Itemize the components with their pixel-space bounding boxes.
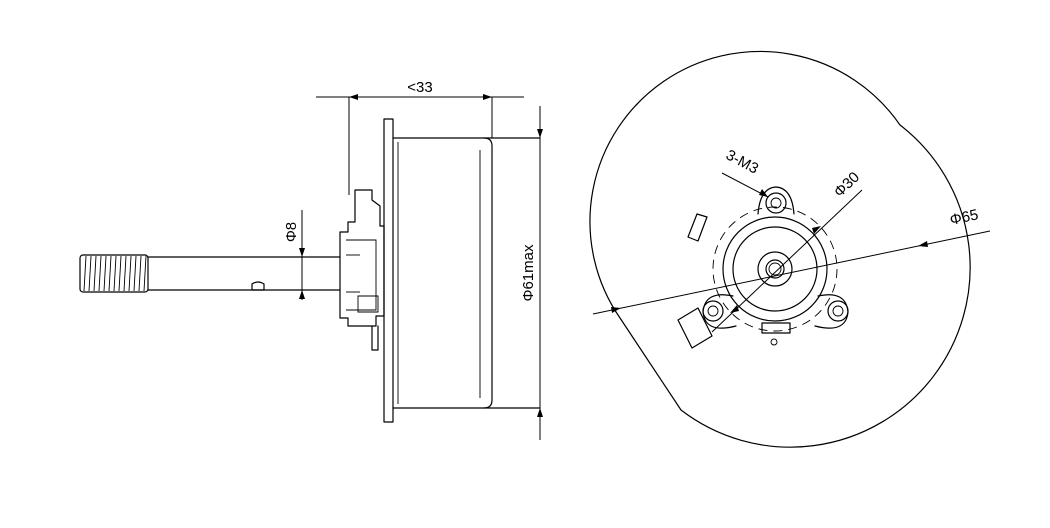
central-hub — [722, 216, 828, 322]
mounting-hole-right — [814, 294, 849, 329]
shaft-diameter-label: Φ8 — [283, 222, 300, 242]
mount-holes-label: 3-M3 — [723, 146, 761, 177]
flange-plate — [383, 118, 394, 423]
side-view: Φ8 <33 — [79, 79, 543, 440]
outline-diameter-label: Φ65 — [948, 206, 980, 229]
mount-holes-leader: 3-M3 — [721, 146, 769, 198]
hole-circle-label: Φ30 — [831, 169, 863, 201]
mounting-hole-top — [757, 186, 795, 215]
threaded-shaft-end — [79, 254, 149, 293]
flange-outline — [589, 50, 971, 448]
length-label: <33 — [407, 79, 432, 96]
flange-slots — [677, 213, 791, 349]
mounting-hole-left — [702, 294, 737, 329]
mounting-hub — [339, 189, 385, 351]
hole-circle — [712, 206, 838, 332]
motor-body — [392, 137, 541, 409]
body-diameter-label: Φ61max — [520, 244, 537, 301]
body-diameter-dimension: Φ61max — [520, 106, 543, 440]
outline-diameter-dimension: Φ65 — [592, 206, 991, 315]
shaft — [147, 256, 341, 291]
front-view: Φ30 3-M3 Φ65 — [589, 50, 991, 448]
shaft-diameter-dimension: Φ8 — [283, 210, 305, 300]
length-dimension: <33 — [316, 79, 524, 195]
